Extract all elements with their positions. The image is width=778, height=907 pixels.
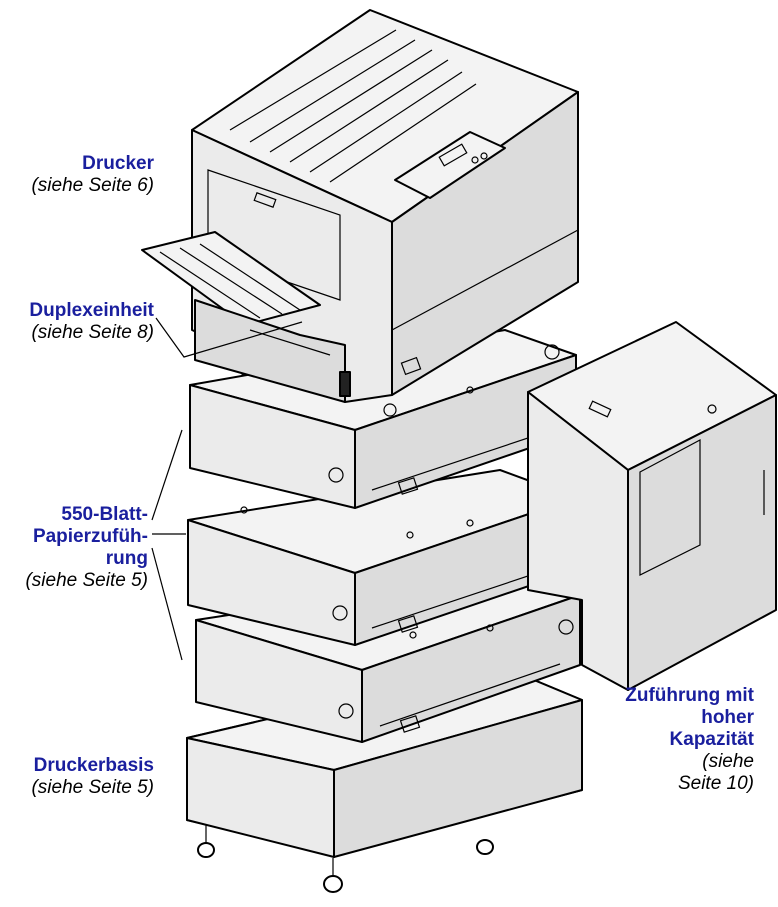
label-druckerbasis-title: Druckerbasis [33, 755, 154, 776]
label-duplex-title: Duplexeinheit [29, 300, 154, 321]
label-drucker-ref: (siehe Seite 6) [31, 175, 154, 196]
bracket-line-top [151, 429, 183, 521]
label-duplex: Duplexeinheit (siehe Seite 8) [8, 300, 154, 344]
label-zufuehrung-550-ref: (siehe Seite 5) [25, 570, 148, 591]
label-hochkapazitaet: Zuführung mit hoher Kapazität (siehe Sei… [600, 685, 754, 795]
label-zufuehrung-550: 550-Blatt- Papierzufüh- rung (siehe Seit… [4, 504, 148, 592]
callout-lines [151, 317, 303, 661]
label-hochkapazitaet-ref2: Seite 10) [677, 773, 754, 794]
label-zufuehrung-550-line2: Papierzufüh- [32, 526, 148, 547]
label-duplex-ref: (siehe Seite 8) [31, 322, 154, 343]
label-druckerbasis-ref: (siehe Seite 5) [31, 777, 154, 798]
label-hochkapazitaet-line1: Zuführung mit [625, 685, 754, 706]
label-hochkapazitaet-ref1: (siehe [702, 751, 754, 772]
bracket-line-bottom [151, 547, 183, 661]
label-zufuehrung-550-line1: 550-Blatt- [61, 504, 148, 525]
label-hochkapazitaet-line3: Kapazität [669, 729, 754, 750]
label-hochkapazitaet-line2: hoher [701, 707, 754, 728]
high-capacity-feeder [527, 321, 777, 691]
printer-unit [141, 9, 579, 403]
label-druckerbasis: Druckerbasis (siehe Seite 5) [8, 755, 154, 799]
label-drucker: Drucker (siehe Seite 6) [20, 153, 154, 197]
label-drucker-title: Drucker [82, 153, 154, 174]
label-zufuehrung-550-line3: rung [105, 548, 148, 569]
